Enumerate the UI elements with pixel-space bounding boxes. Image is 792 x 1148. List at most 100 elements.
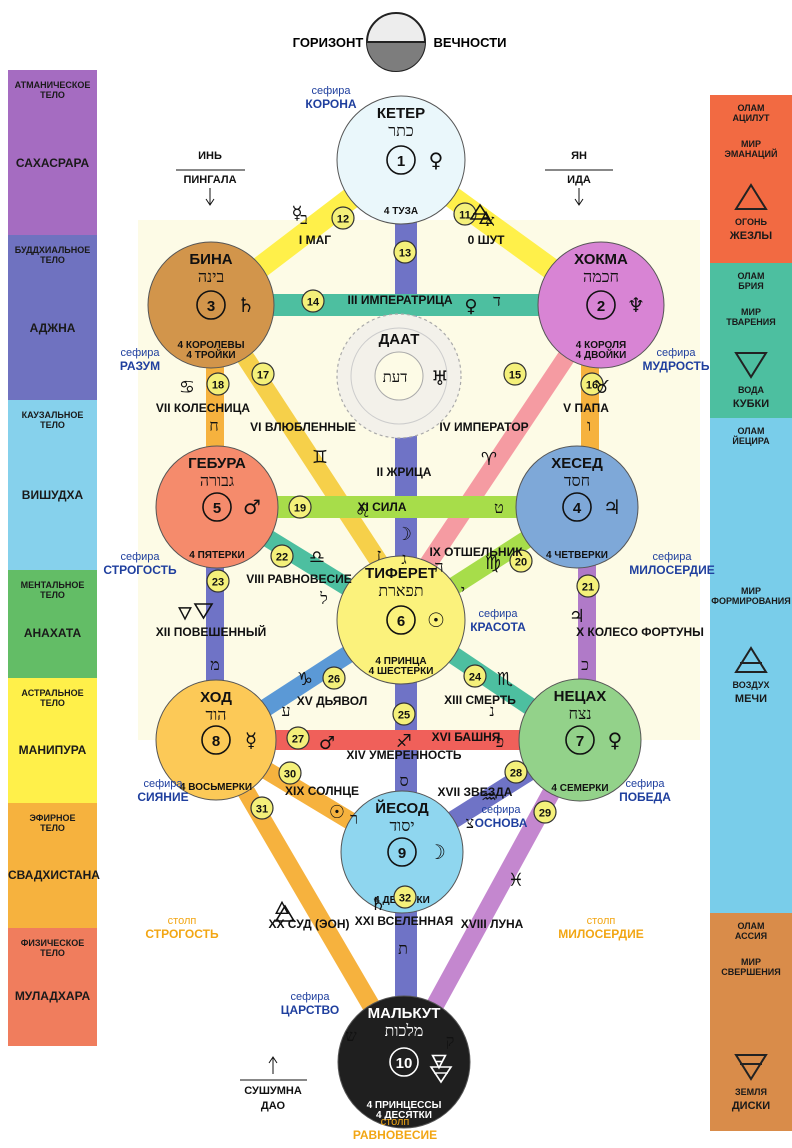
chakra-name: СВАДХИСТАНА (8, 868, 100, 882)
sephira-circle (336, 555, 466, 685)
planet-icon: ☉ (427, 608, 445, 632)
sephira-number: 2 (597, 298, 605, 315)
sephira-tag: сефира (290, 991, 330, 1003)
olam-name: ОЛАМ АЦИЛУТ (732, 103, 770, 123)
hebrew-letter: מ (210, 655, 219, 674)
element-symbol-icon (710, 351, 792, 379)
sephira-hebrew: תפארת (378, 581, 423, 600)
path-sign-icon: ♊ (312, 447, 328, 468)
nadi-label: СУШУМНА (244, 1085, 302, 1097)
hebrew-letter: ר (350, 809, 358, 828)
sephira-number-ring (201, 725, 231, 755)
chakra-name: АНАХАТА (23, 626, 82, 640)
tarot-cards: 4 ДЕСЯТКИ (376, 1110, 432, 1121)
path-number: 28 (510, 768, 522, 780)
sephira-name: НЕЦАХ (554, 688, 607, 705)
path-tarot-label: V ПАПА (563, 401, 609, 415)
element-symbol-icon (710, 183, 792, 211)
path-number-badge (251, 362, 275, 386)
path-number-badge (331, 206, 355, 230)
sephira-hebrew: כתר (388, 121, 413, 140)
sephira-circle (337, 995, 471, 1129)
sephira-circle (147, 241, 275, 369)
path-number-badge (322, 666, 346, 690)
sephira-tag-name: СТРОГОСТЬ (103, 563, 177, 577)
element-name: ЗЕМЛЯ (735, 1087, 767, 1097)
path-number-badge (206, 569, 230, 593)
path-sign-icon: ♉ (594, 377, 610, 398)
hebrew-letter: ע (281, 701, 290, 720)
hebrew-letter: ש (345, 1026, 357, 1045)
sephira-tag: сефира (481, 804, 521, 816)
path-sign-icon: ♃ (569, 606, 585, 627)
path-sign-icon: ☿ (291, 203, 302, 224)
sephira-hebrew: גבורה (200, 471, 234, 490)
path-tarot-label: XII ПОВЕШЕННЫЙ (156, 624, 266, 639)
tarot-cards: 4 ПЯТЕРКИ (189, 550, 244, 561)
path-tarot-label: XXI ВСЕЛЕННАЯ (355, 914, 454, 928)
path-number: 27 (292, 734, 304, 746)
planet-icon: ♆ (627, 293, 645, 317)
hebrew-letter: ל (319, 589, 327, 608)
hebrew-letter: י (461, 581, 465, 600)
pillar-label: столп (168, 915, 197, 927)
tarot-cards: 4 ЧЕТВЕРКИ (546, 550, 608, 561)
path-sign-icon: ♌ (355, 501, 371, 522)
horizon-left-label: ГОРИЗОНТ (293, 35, 364, 50)
path-number-badge (533, 800, 557, 824)
sephira-hebrew: חכמה (583, 267, 619, 286)
horizon-of-eternity: ГОРИЗОНТ ВЕЧНОСТИ (293, 12, 507, 72)
sephira-hebrew: נצח (568, 704, 591, 723)
path-tarot-label: I МАГ (299, 233, 331, 247)
sephira-hebrew: מלכות (385, 1021, 424, 1040)
path-number: 14 (307, 297, 320, 309)
pillar-name: РАВНОВЕСИЕ (353, 1128, 437, 1142)
daat-hebrew: דעת (383, 368, 408, 386)
path-number: 26 (328, 674, 340, 686)
chakra-name: ВИШУДХА (21, 488, 84, 502)
element-name: ВОЗДУХ (732, 680, 770, 690)
path-number: 15 (509, 370, 521, 382)
planet-icon: ☿ (245, 728, 257, 752)
tarot-cards: 4 ТРОЙКИ (186, 348, 235, 361)
hebrew-letter: ס (399, 771, 408, 790)
planet-icon: ♀ (429, 148, 444, 172)
path-number-badge (580, 372, 604, 396)
world-name: МИР ТВАРЕНИЯ (726, 307, 776, 327)
path-tarot-label: XVII ЗВЕЗДА (438, 785, 513, 799)
olam-name: ОЛАМ АССИЯ (734, 921, 768, 941)
sephira-number-ring (586, 290, 616, 320)
sephira-number-ring (389, 1047, 419, 1077)
earth-triangle-icon (429, 1066, 453, 1084)
path-sign-icon: 🜄 (177, 604, 193, 625)
hebrew-letter: ת (398, 939, 408, 958)
path-number-badge (206, 372, 230, 396)
path-number: 19 (294, 503, 306, 515)
path-number: 24 (469, 672, 482, 684)
path-number-badge (393, 885, 417, 909)
sephira-number: 8 (212, 733, 220, 750)
sephira-tag: сефира (656, 347, 696, 359)
path-number: 23 (212, 577, 224, 589)
path-number: 13 (399, 248, 411, 260)
path-number: 11 (459, 210, 471, 222)
sephira-number: 5 (213, 500, 221, 517)
path-sign-icon: ☽ (396, 524, 412, 545)
path-sign-icon: ♎ (309, 547, 325, 568)
path-number: 31 (256, 804, 268, 816)
hebrew-letter: ו (587, 416, 591, 435)
sephira-tag: сефира (625, 778, 665, 790)
body-name: ЭФИРНОЕ ТЕЛО (29, 813, 76, 833)
sephira-tag-name: ОСНОВА (475, 816, 528, 830)
sephira-tag-name: РАЗУМ (120, 359, 160, 373)
path-number: 29 (539, 808, 551, 820)
hebrew-letter: ז (377, 545, 381, 564)
sephira-number-ring (562, 492, 592, 522)
